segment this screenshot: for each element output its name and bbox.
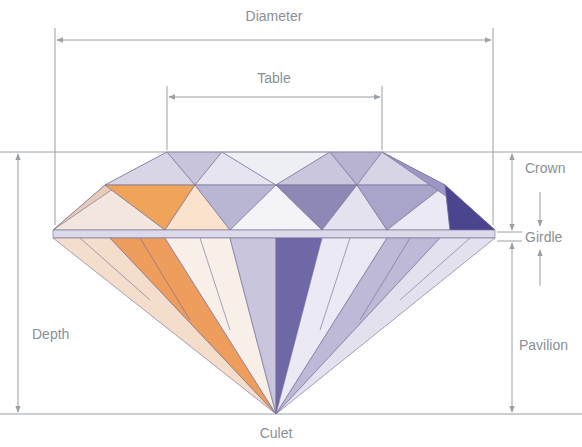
crown-facets [53, 152, 495, 230]
pavilion-facets [53, 238, 495, 414]
facet [110, 238, 276, 414]
reference-line [0, 152, 582, 153]
dimension-arrow [18, 154, 19, 412]
part-label: Crown [525, 160, 565, 176]
reference-line [0, 414, 582, 415]
facet [382, 152, 495, 230]
facet [53, 238, 276, 414]
girdle-band [53, 230, 495, 238]
part-label: Girdle [525, 229, 562, 245]
extension-line [382, 86, 383, 150]
extension-line [55, 28, 56, 225]
part-label: Culet [260, 425, 293, 441]
dimension-arrow [57, 40, 491, 41]
dimension-arrow [540, 250, 541, 286]
dimension-arrow [512, 154, 513, 230]
facet [230, 238, 276, 414]
facet [445, 185, 495, 230]
dimension-arrow [512, 243, 513, 412]
dimension-label: Table [257, 70, 290, 86]
dimension-arrow [169, 97, 380, 98]
dimension-label: Depth [32, 326, 69, 342]
extension-line [167, 86, 168, 150]
extension-line [497, 241, 522, 242]
dimension-label: Diameter [246, 8, 303, 24]
extension-line [493, 28, 494, 225]
facet [276, 238, 495, 414]
dimension-arrow [540, 192, 541, 226]
facet-edges [80, 238, 470, 330]
facet [165, 238, 276, 414]
part-label: Pavilion [519, 337, 568, 353]
extension-line [497, 232, 522, 233]
dimension-lines [0, 28, 582, 414]
